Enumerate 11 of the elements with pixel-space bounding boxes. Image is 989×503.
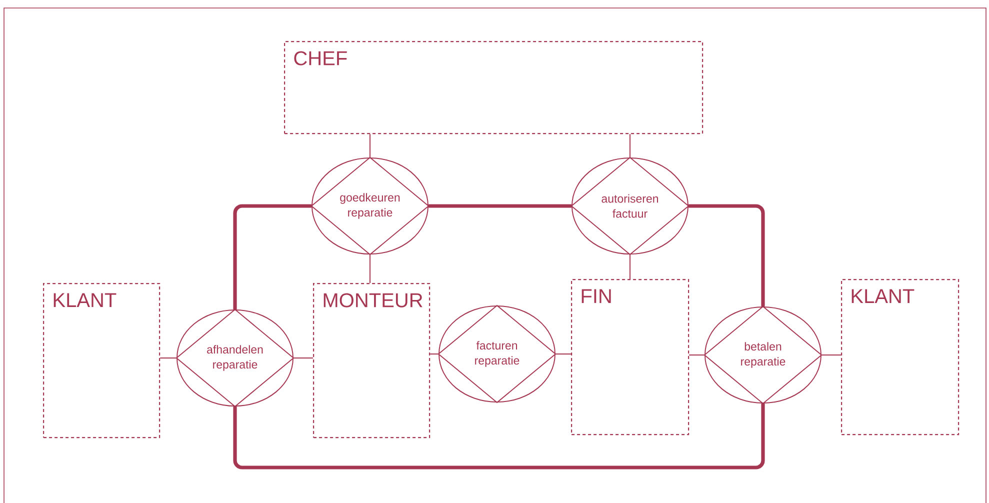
entity-box: KLANT (841, 279, 960, 436)
entity-box: MONTEUR (313, 283, 430, 438)
connector-line (688, 354, 705, 356)
entity-box: CHEF (284, 41, 704, 134)
connector-line (821, 354, 842, 356)
entity-box: FIN (571, 279, 690, 436)
relationship-line (233, 204, 312, 310)
relationship-line (688, 204, 765, 306)
entity-box: KLANT (43, 283, 160, 438)
relationship-line (428, 204, 572, 208)
relationship-line (233, 404, 765, 470)
